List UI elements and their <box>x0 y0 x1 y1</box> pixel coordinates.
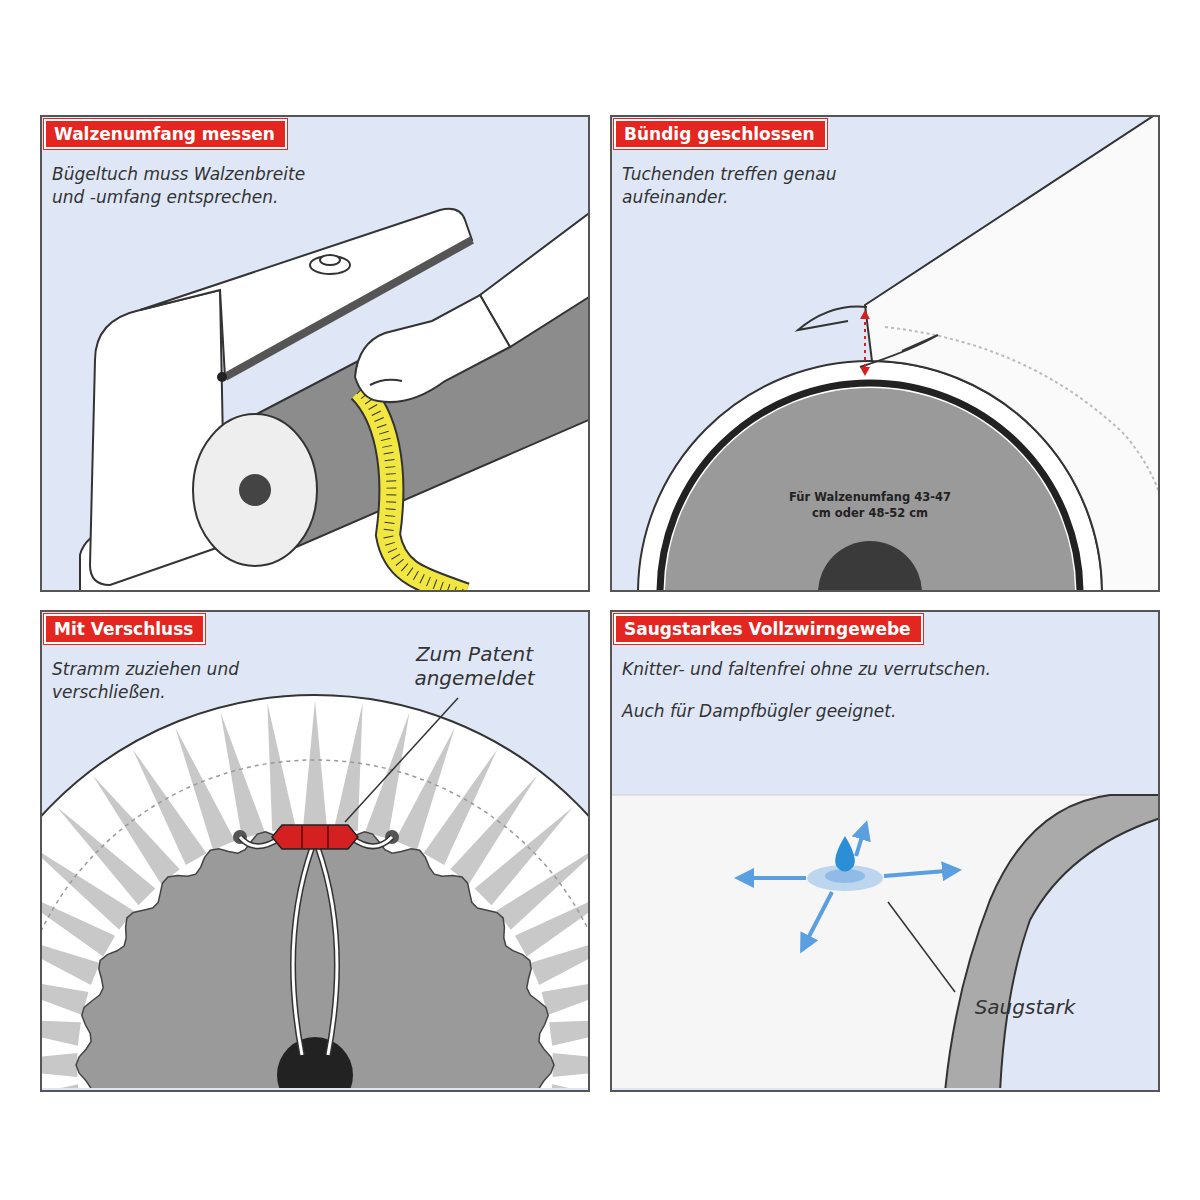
fold-spike <box>303 700 327 827</box>
fold-spike <box>450 775 537 883</box>
heading-tag: Saugstarkes Vollzwirngewebe <box>614 614 923 644</box>
heading-text: Bündig geschlossen <box>624 124 815 144</box>
heading-text: Walzenumfang messen <box>54 124 275 144</box>
fold-spike <box>553 1053 588 1077</box>
fold-spike <box>549 1084 588 1088</box>
housing-body <box>90 290 225 585</box>
fold-spike <box>334 703 362 831</box>
heading-text: Saugstarkes Vollzwirngewebe <box>624 619 911 639</box>
fold-spike <box>221 712 265 838</box>
roller-face <box>665 388 1075 590</box>
patent-note: Zum Patent angemeldet <box>392 642 557 690</box>
measuring-tape <box>360 390 465 590</box>
leader-line <box>345 698 458 822</box>
panel-text: Tuchenden treffen genau aufeinander. <box>622 163 882 209</box>
spread-arrow <box>738 876 806 880</box>
fold-spike <box>267 703 295 831</box>
panel-text: Stramm zuziehen und verschließen. <box>52 658 292 704</box>
lid-knob <box>310 256 350 274</box>
water-drop <box>835 836 855 872</box>
panel-text: Auch für Dampfbügler geeignet. <box>622 700 1142 723</box>
tape-edge <box>360 390 465 590</box>
arrow-head <box>860 367 870 376</box>
fold-spike <box>42 1053 77 1077</box>
spread-arrow <box>884 870 958 876</box>
fold-spike <box>57 807 155 905</box>
heading-text: Mit Verschluss <box>54 619 193 639</box>
housing-dot <box>217 372 227 382</box>
tape-ticks <box>360 390 465 590</box>
lock-groove <box>327 826 329 848</box>
fold-spike <box>42 843 134 930</box>
fold-spike <box>42 1017 81 1045</box>
heading-tag: Bündig geschlossen <box>614 119 827 149</box>
panel-text: Bügeltuch muss Walzenbreite und -umfang … <box>52 163 342 209</box>
seam <box>885 327 1158 495</box>
size-label: Für Walzenumfang 43-47 cm oder 48-52 cm <box>785 490 955 521</box>
heading-tag: Walzenumfang messen <box>44 119 287 149</box>
fold-spike <box>549 1017 588 1045</box>
seam-circle <box>42 760 588 1088</box>
cord-outline <box>240 837 392 1055</box>
lock-groove <box>301 826 303 848</box>
cord-lock <box>272 825 358 849</box>
roller-hub <box>818 541 922 590</box>
callout-label: Saugstark <box>950 995 1100 1019</box>
fold-spike <box>542 971 588 1015</box>
fold-spike <box>530 925 588 985</box>
roller-hub <box>239 474 271 506</box>
hook <box>860 335 938 367</box>
panel-text: Knitter- und faltenfrei ohne zu verrutsc… <box>622 658 1142 681</box>
fold-spike <box>93 775 180 883</box>
fabric-illustration <box>612 612 1158 1088</box>
roller-end <box>193 414 317 566</box>
finger-line <box>370 380 402 385</box>
fold-spike <box>175 728 235 850</box>
roller-hub <box>277 1037 353 1088</box>
leader-line <box>888 902 955 992</box>
spread-arrow <box>802 892 832 950</box>
spread-arrow <box>856 824 866 856</box>
lid-knob-top <box>320 255 340 265</box>
cloth-disk <box>42 695 588 1088</box>
fold-spikes <box>42 700 588 1088</box>
fold-spike <box>475 807 573 905</box>
fold-spike <box>515 883 588 957</box>
heading-tag: Mit Verschluss <box>44 614 205 644</box>
gathered-cloth <box>76 826 554 1088</box>
fold-spike <box>42 1084 81 1088</box>
cord <box>240 837 392 1055</box>
